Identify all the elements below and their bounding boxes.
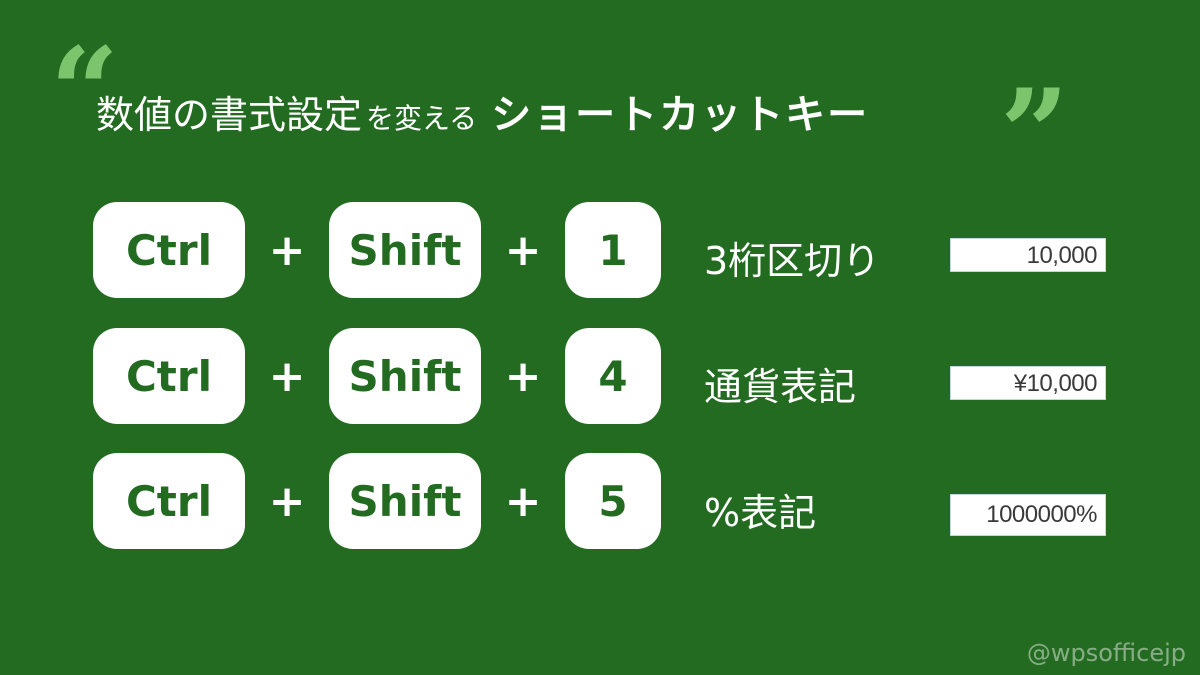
key-shift: Shift: [329, 202, 481, 298]
shortcut-label: 3桁区切り: [704, 239, 881, 283]
title-part-2: を変える: [366, 102, 478, 135]
close-quote-icon: ”: [1000, 63, 1069, 204]
account-handle: @wpsofficejp: [1026, 639, 1186, 667]
key-ctrl: Ctrl: [93, 453, 245, 549]
example-cell: 10,000: [950, 238, 1106, 272]
plus-separator: +: [268, 350, 306, 402]
plus-separator: +: [268, 224, 306, 276]
plus-separator: +: [504, 350, 542, 402]
title-part-3: ショートカットキー: [491, 92, 870, 138]
plus-separator: +: [504, 224, 542, 276]
shortcut-row: Ctrl + Shift + 1: [93, 202, 661, 298]
page-title: 数値の書式設定 を変える ショートカットキー: [96, 82, 869, 140]
key-4: 4: [565, 328, 661, 424]
key-shift: Shift: [329, 453, 481, 549]
plus-separator: +: [268, 475, 306, 527]
example-cell: ¥10,000: [950, 366, 1106, 400]
key-ctrl: Ctrl: [93, 202, 245, 298]
plus-separator: +: [504, 475, 542, 527]
example-cell: 1000000%: [950, 494, 1106, 536]
shortcut-row: Ctrl + Shift + 4: [93, 328, 661, 424]
shortcut-label: 通貨表記: [704, 365, 857, 409]
key-ctrl: Ctrl: [93, 328, 245, 424]
title-part-1: 数値の書式設定: [96, 93, 363, 137]
key-1: 1: [565, 202, 661, 298]
shortcut-label: %表記: [704, 491, 817, 535]
key-shift: Shift: [329, 328, 481, 424]
key-5: 5: [565, 453, 661, 549]
shortcut-row: Ctrl + Shift + 5: [93, 453, 661, 549]
